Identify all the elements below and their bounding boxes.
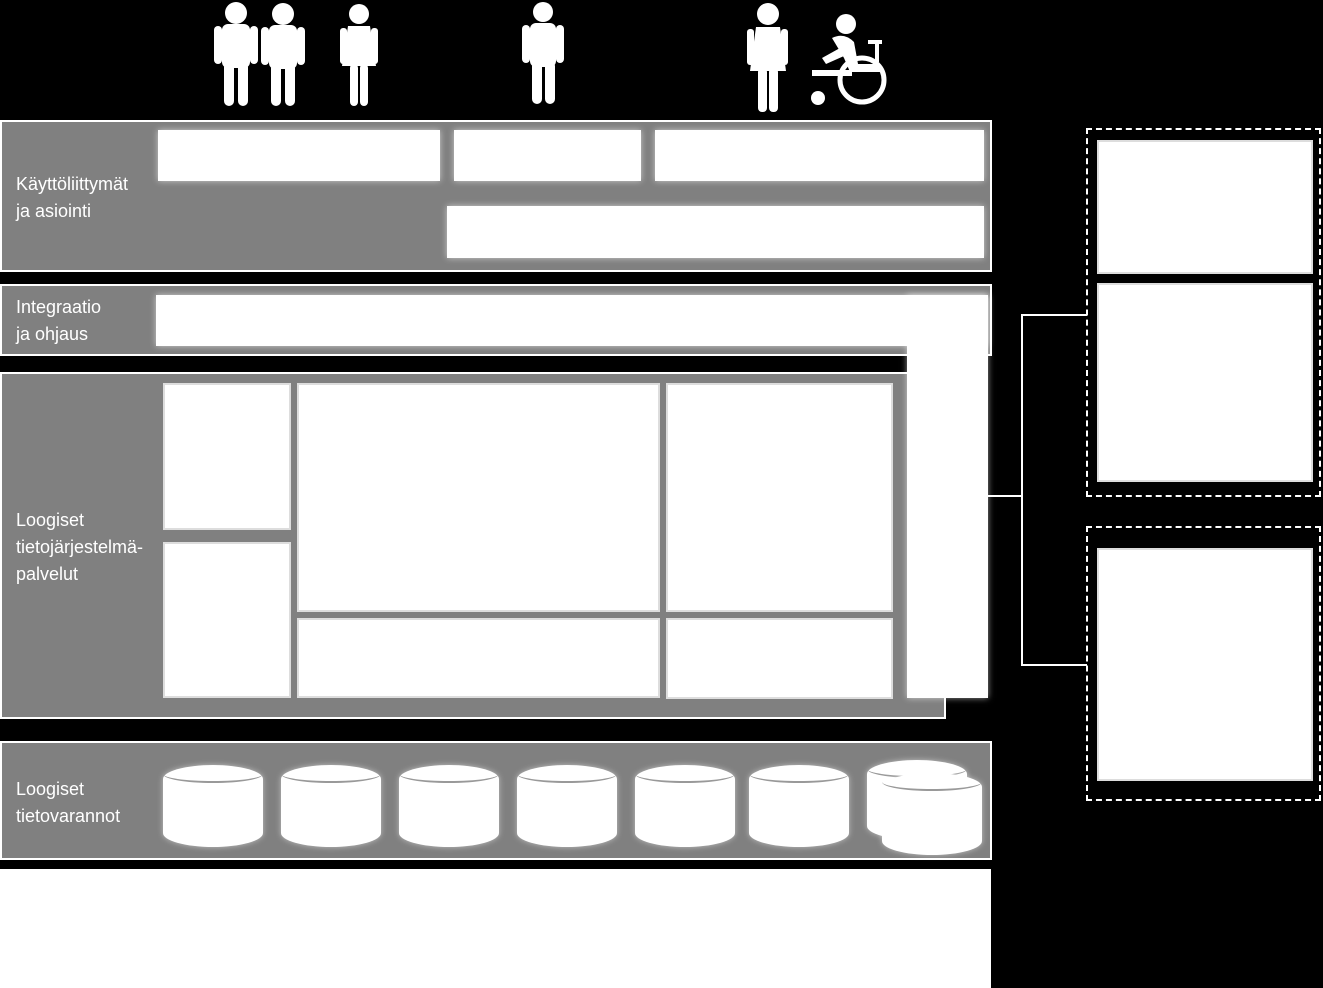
external-box: [1097, 283, 1313, 482]
service-box: [297, 618, 660, 698]
person-icon: [522, 2, 564, 104]
database-icon: [281, 765, 381, 847]
connector-line: [1021, 314, 1087, 316]
wheelchair-user-icon: [811, 14, 887, 105]
external-box: [1097, 548, 1313, 781]
person-icon: [214, 2, 258, 106]
ui-box: [454, 130, 641, 181]
person-icon: [261, 3, 305, 106]
external-group: [1086, 526, 1321, 801]
users-figures: [214, 2, 887, 112]
external-group: [1086, 128, 1321, 497]
service-box: [666, 383, 893, 612]
external-box: [1097, 140, 1313, 274]
database-icon: [517, 765, 617, 847]
blank-area: [0, 869, 991, 988]
woman-icon: [747, 3, 788, 112]
database-icon: [749, 765, 849, 847]
ui-box: [655, 130, 984, 181]
integration-bus: [156, 295, 988, 346]
layer-label: Loogiset tietojärjestelmä- palvelut: [16, 510, 144, 584]
service-box: [163, 383, 291, 530]
integration-column: [907, 295, 988, 698]
database-icon: [635, 765, 735, 847]
layer-label: Integraatio ja ohjaus: [16, 297, 102, 344]
service-box: [163, 542, 291, 698]
woman-icon: [340, 4, 378, 106]
connector-line: [1021, 314, 1023, 666]
layer-label: Loogiset tietovarannot: [16, 779, 121, 826]
database-icon: [399, 765, 499, 847]
connector-line: [988, 495, 1022, 497]
service-box: [297, 383, 660, 612]
ui-box: [447, 206, 984, 258]
service-box: [666, 618, 893, 699]
database-icon: [163, 765, 263, 847]
connector-line: [1021, 664, 1087, 666]
ui-box: [158, 130, 440, 181]
layer-label: Käyttöliittymät ja asiointi: [16, 174, 129, 221]
database-icon: [882, 773, 982, 855]
